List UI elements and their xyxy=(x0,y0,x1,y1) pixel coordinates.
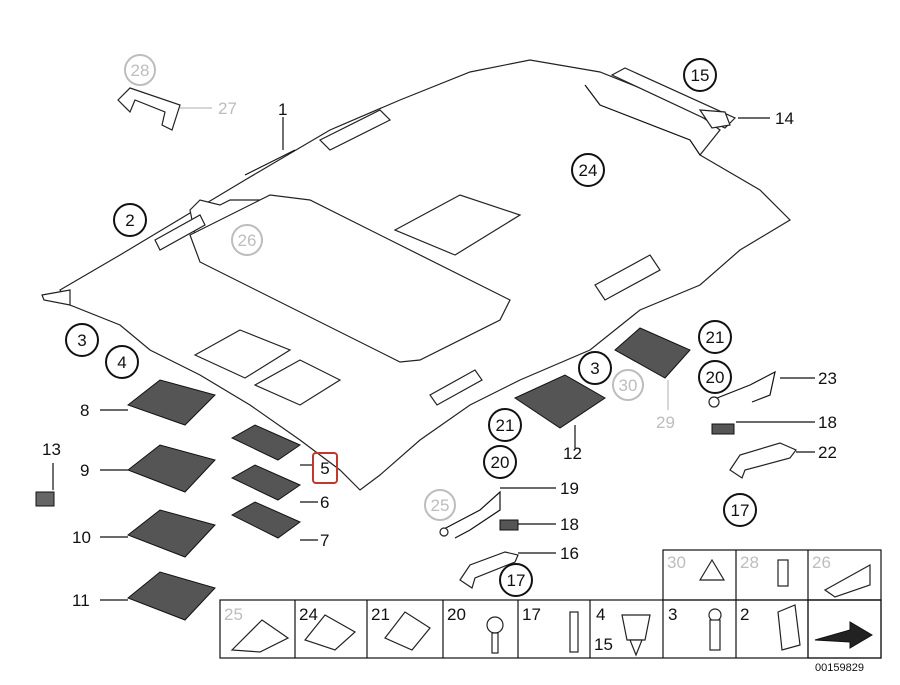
clip-18-left xyxy=(499,519,519,531)
callout-26: 26 xyxy=(238,231,257,250)
callout-17-left: 17 xyxy=(507,571,526,590)
leader-lines xyxy=(52,107,815,601)
clip-13 xyxy=(35,491,55,507)
cover-8 xyxy=(126,379,216,426)
selected-callout-box xyxy=(312,452,338,484)
callout-15: 15 xyxy=(691,66,710,85)
callout-labels: 28 27 1 15 14 24 2 26 3 4 8 9 10 11 13 5… xyxy=(42,61,837,610)
callout-30: 30 xyxy=(619,376,638,395)
callout-7: 7 xyxy=(320,531,329,550)
legend-bottom-6-sub: 15 xyxy=(594,635,613,654)
cover-7 xyxy=(230,501,301,539)
callout-12: 12 xyxy=(563,444,582,463)
callout-2: 2 xyxy=(125,211,134,230)
callout-18-left: 18 xyxy=(560,515,579,534)
cover-10 xyxy=(126,509,216,558)
bracket-27 xyxy=(117,87,181,131)
legend-bottom-2: 24 xyxy=(299,605,318,624)
callout-4: 4 xyxy=(117,353,126,372)
cover-5 xyxy=(230,424,302,461)
callout-circles xyxy=(65,54,757,597)
callout-5: 5 xyxy=(320,459,329,478)
callout-6: 6 xyxy=(320,493,329,512)
callout-28: 28 xyxy=(131,61,150,80)
callout-20-right: 20 xyxy=(706,368,725,387)
callout-18-right: 18 xyxy=(818,413,837,432)
grab-handle-16 xyxy=(459,551,519,589)
rear-trim-strip xyxy=(610,67,737,129)
image-code: 00159829 xyxy=(815,662,864,674)
callout-23: 23 xyxy=(818,369,837,388)
callout-19: 19 xyxy=(560,479,579,498)
legend-top-2: 28 xyxy=(740,553,759,572)
cover-9 xyxy=(126,444,216,493)
callout-8: 8 xyxy=(80,401,89,420)
callout-17-right: 17 xyxy=(731,501,750,520)
clip-18-right xyxy=(711,423,735,435)
callout-20-left: 20 xyxy=(491,453,510,472)
cover-6 xyxy=(230,464,302,501)
callout-24: 24 xyxy=(579,161,598,180)
wire-19 xyxy=(439,490,501,539)
legend-table: 30 28 26 25 24 21 20 17 4 15 3 2 xyxy=(219,549,882,659)
legend-bottom-6: 4 xyxy=(596,605,605,624)
callout-21-left: 21 xyxy=(496,416,515,435)
legend-bottom-5: 17 xyxy=(522,605,541,624)
headliner xyxy=(41,59,791,491)
callout-13: 13 xyxy=(42,440,61,459)
interior-light-12 xyxy=(513,374,606,429)
callout-22: 22 xyxy=(818,443,837,462)
legend-bottom-8: 2 xyxy=(740,605,749,624)
callout-1: 1 xyxy=(278,100,287,119)
legend-bottom-3: 21 xyxy=(371,605,390,624)
callout-27: 27 xyxy=(218,99,237,118)
callout-3-light: 3 xyxy=(590,359,599,378)
callout-14: 14 xyxy=(775,109,794,128)
callout-21-right: 21 xyxy=(706,328,725,347)
grab-handle-22 xyxy=(729,442,797,479)
callout-11: 11 xyxy=(72,591,90,610)
legend-bottom-1: 25 xyxy=(224,605,243,624)
legend-bottom-7: 3 xyxy=(668,605,677,624)
callout-29: 29 xyxy=(656,413,675,432)
legend-top-1: 30 xyxy=(667,553,686,572)
legend-top-3: 26 xyxy=(812,553,831,572)
callout-3: 3 xyxy=(77,331,86,350)
cover-11 xyxy=(127,571,216,621)
legend-bottom-4: 20 xyxy=(447,605,466,624)
wire-23 xyxy=(708,370,776,408)
callout-9: 9 xyxy=(80,461,89,480)
callout-16: 16 xyxy=(560,544,579,563)
callout-25: 25 xyxy=(431,496,450,515)
callout-10: 10 xyxy=(72,528,91,547)
module-29 xyxy=(614,327,691,379)
